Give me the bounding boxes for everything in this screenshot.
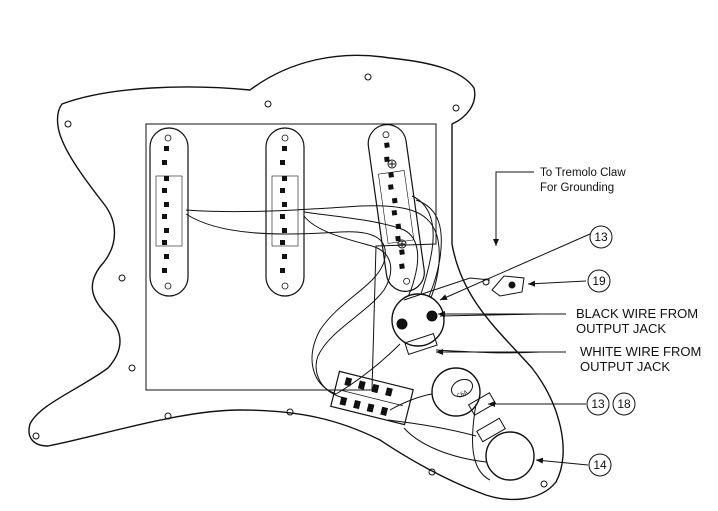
capacitor-code: C6A — [456, 389, 469, 400]
volume-pot — [391, 293, 445, 355]
selector-switch — [330, 370, 414, 426]
tremolo-label-line2: For Grounding — [540, 182, 614, 194]
black-wire-label-line2: OUTPUT JACK — [576, 321, 666, 336]
shield-plate — [145, 123, 437, 391]
pickup-middle — [265, 127, 305, 297]
white-wire-label-line1: WHITE WIRE FROM — [580, 344, 701, 359]
screw-holes — [32, 73, 548, 488]
callout-label: 14 — [593, 458, 607, 472]
ground-lug — [491, 275, 525, 297]
leader-lines — [436, 171, 591, 466]
pickguard-outline — [28, 54, 564, 501]
callout-label: 13 — [594, 230, 608, 244]
bridge-screws — [387, 159, 407, 249]
tone-pot-1 — [431, 367, 497, 417]
pickup-wires — [185, 195, 442, 399]
white-wire-label-line2: OUTPUT JACK — [580, 359, 670, 374]
callout-19: 19 — [587, 269, 611, 293]
callout-14: 14 — [588, 453, 612, 477]
callout-label: 19 — [592, 274, 606, 288]
black-wire-label-line1: BLACK WIRE FROM — [576, 306, 698, 321]
pickup-neck — [149, 127, 189, 297]
callout-13-top: 13 — [589, 225, 613, 249]
callout-13-lower: 13 — [586, 392, 610, 416]
tone-pot-2 — [476, 417, 535, 481]
callout-18: 18 — [612, 392, 636, 416]
callout-label: 13 — [591, 397, 605, 411]
callout-label: 18 — [617, 397, 631, 411]
tremolo-label-line1: To Tremolo Claw — [540, 167, 626, 179]
